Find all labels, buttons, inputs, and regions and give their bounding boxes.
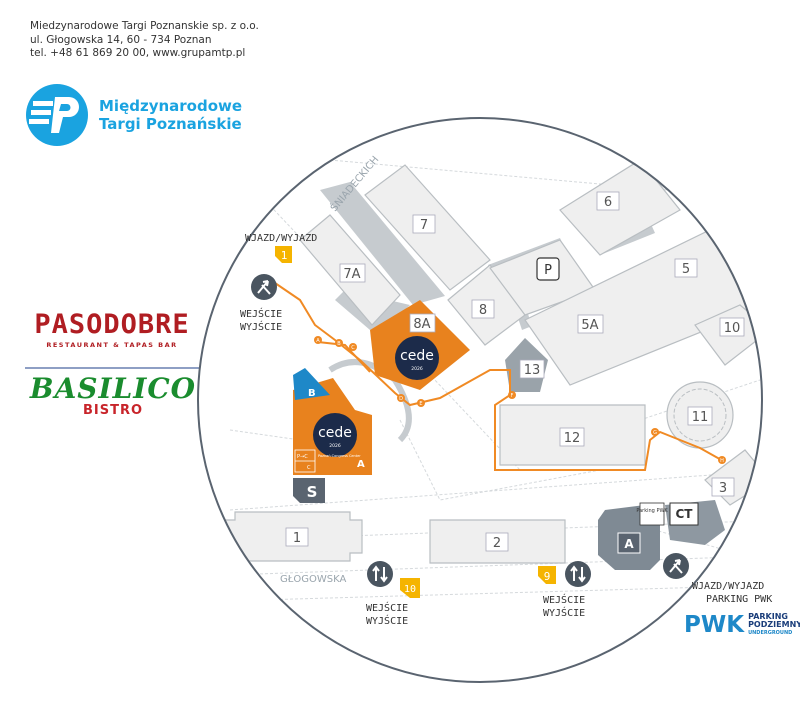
mtp-logo: Międzynarodowe Targi Poznańskie — [25, 83, 242, 147]
svg-text:2026: 2026 — [411, 366, 423, 372]
parking-p-marker: P — [536, 257, 560, 281]
pwk-line3: UNDERGROUND — [748, 630, 793, 636]
svg-text:Parking PWK: Parking PWK — [636, 508, 668, 514]
bldnum-7: 7 — [420, 218, 428, 233]
svg-text:A: A — [316, 338, 320, 344]
svg-text:cede: cede — [318, 425, 352, 441]
svg-text:B: B — [337, 341, 341, 347]
gate-9-marker: 9 — [538, 566, 556, 584]
company-address: Miedzynarodowe Targi Poznanskie sp. z o.… — [30, 20, 259, 61]
svg-text:S: S — [307, 483, 318, 501]
bldnum-5: 5 — [682, 262, 690, 277]
svg-text:P: P — [544, 263, 552, 278]
room-label-c: C — [307, 465, 311, 471]
label-wyjscie-10: WYJŚCIE — [366, 614, 408, 627]
hall-letter-a: A — [357, 459, 365, 470]
address-line: Miedzynarodowe Targi Poznanskie sp. z o.… — [30, 20, 259, 32]
label-wjazd-wyjazd-top: WJAZD/WYJAZD — [245, 233, 317, 244]
ct-marker: CT — [669, 502, 699, 526]
svg-text:C: C — [351, 345, 355, 351]
bldnum-3: 3 — [719, 481, 727, 496]
bldnum-5a: 5A — [581, 318, 598, 333]
svg-text:1: 1 — [281, 249, 288, 262]
restaurant-area — [293, 368, 330, 400]
svg-text:A: A — [624, 537, 634, 551]
cede-logo-cc: cede 2026 — [313, 413, 357, 457]
svg-text:CT: CT — [676, 507, 694, 521]
two-way-arrows-icon — [663, 553, 689, 579]
parking-a-marker: A — [617, 532, 641, 554]
pwk-logo: PWK PARKING PODZIEMNY UNDERGROUND — [684, 612, 800, 638]
svg-text:E: E — [419, 401, 422, 407]
svg-text:F: F — [511, 393, 514, 399]
svg-text:G: G — [653, 430, 657, 436]
pasodobre-name: PASODOBRE — [34, 309, 190, 340]
two-way-arrows-icon — [367, 561, 393, 587]
bldnum-10: 10 — [724, 321, 741, 336]
building-5 — [524, 224, 762, 386]
basilico-name: BASILICO — [29, 372, 197, 405]
basilico-subtitle: BISTRO — [82, 403, 144, 418]
label-wejscie-9: WEJŚCIE — [543, 593, 585, 606]
two-way-arrows-icon — [565, 561, 591, 587]
parking-pwk-marker: Parking PWK — [636, 502, 668, 526]
street-glogowska: GŁOGOWSKA — [280, 574, 346, 585]
label-parking-pwk: PARKING PWK — [706, 594, 772, 605]
pwk-line2: PODZIEMNY — [748, 620, 800, 629]
address-line: tel. +48 61 869 20 00, www.grupamtp.pl — [30, 47, 246, 59]
label-wjazd-wyjazd-pwk: WJAZD/WYJAZD — [692, 581, 764, 592]
parking-s-marker: S — [293, 478, 325, 503]
pasodobre-logo: PASODOBRE RESTAURANT & TAPAS BAR — [22, 309, 202, 349]
label-wejscie-10: WEJŚCIE — [366, 601, 408, 614]
bldnum-7a: 7A — [343, 267, 360, 282]
label-wyjscie-9: WYJŚCIE — [543, 606, 585, 619]
two-way-arrows-icon — [251, 274, 277, 300]
label-wejscie-1: WEJŚCIE — [240, 307, 282, 320]
building-numbers: 7 7A 8 8A 6 5 5A 10 13 12 11 3 1 2 — [285, 191, 745, 552]
bldnum-12: 12 — [564, 431, 581, 446]
bldnum-11: 11 — [692, 410, 709, 425]
gate-1-marker: 1 — [275, 246, 292, 263]
svg-text:9: 9 — [544, 570, 551, 583]
congress-center-label: Poznań Congress Center — [318, 454, 361, 458]
bldnum-1: 1 — [293, 531, 301, 546]
basilico-logo: BASILICO BISTRO — [28, 372, 198, 418]
label-wyjscie-1: WYJŚCIE — [240, 320, 282, 333]
svg-text:2026: 2026 — [329, 443, 341, 449]
building-6 — [559, 159, 681, 256]
svg-text:cede: cede — [400, 348, 434, 364]
bldnum-6: 6 — [604, 195, 612, 210]
mtp-logo-icon — [26, 84, 88, 146]
svg-text:10: 10 — [404, 584, 416, 595]
bldnum-8a: 8A — [413, 317, 430, 332]
gate-10-marker: 10 — [400, 578, 420, 598]
hall-letter-b: B — [308, 388, 316, 399]
svg-text:H: H — [720, 458, 724, 464]
bldnum-2: 2 — [493, 536, 501, 551]
cede-logo-8a: cede 2026 — [395, 336, 439, 380]
room-label-pc: P→C — [297, 454, 308, 460]
svg-text:D: D — [399, 396, 403, 402]
logo-text-line1: Międzynarodowe — [99, 97, 243, 115]
entrance-markers: A B C D E F G H — [314, 336, 726, 464]
address-line: ul. Głogowska 14, 60 - 734 Poznan — [30, 33, 212, 46]
pwk-line1: PARKING — [748, 612, 788, 621]
map-circle-border — [197, 117, 763, 683]
pwk-logo-big: PWK — [684, 612, 745, 638]
bldnum-13: 13 — [524, 363, 541, 378]
pasodobre-subtitle: RESTAURANT & TAPAS BAR — [46, 341, 178, 349]
walking-route — [274, 282, 726, 471]
bldnum-8: 8 — [479, 303, 487, 318]
logo-text-line2: Targi Poznańskie — [99, 115, 242, 133]
